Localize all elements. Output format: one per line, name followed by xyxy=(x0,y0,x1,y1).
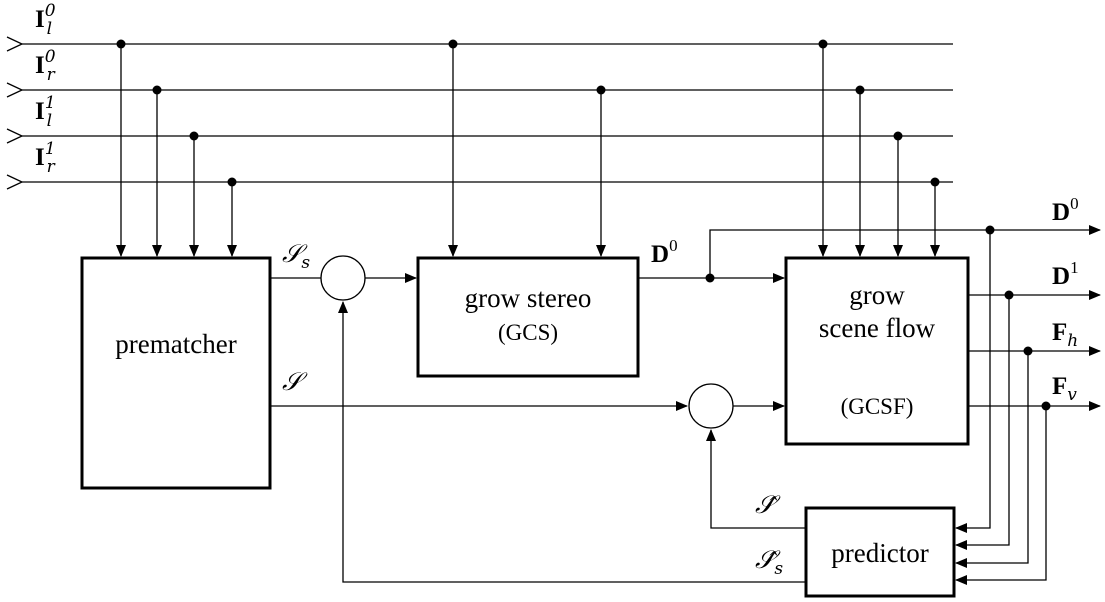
prematcher-box xyxy=(80,256,272,490)
grow-scene-flow-abbrev: (GCSF) xyxy=(841,394,914,419)
wire-feedback-d1 xyxy=(955,295,1010,550)
taps-grow-stereo xyxy=(448,39,606,257)
taps-grow-scene-flow xyxy=(818,39,940,257)
input-lines xyxy=(6,36,953,190)
label-out-d0: D0 xyxy=(1052,194,1079,226)
label-out-fv: Fv xyxy=(1052,373,1077,405)
block-predictor: predictor xyxy=(804,506,956,598)
grow-scene-flow-box xyxy=(784,256,970,446)
block-prematcher: prematcher xyxy=(80,256,272,490)
wire-d0-output xyxy=(709,225,1101,278)
block-grow-stereo: grow stereo (GCS) xyxy=(416,256,640,378)
input-chevron-il0 xyxy=(6,36,24,52)
wire-s-hat xyxy=(706,429,806,529)
label-ss: 𝒮s xyxy=(282,239,310,273)
grow-stereo-label: grow stereo xyxy=(465,283,592,313)
grow-stereo-box xyxy=(416,256,640,378)
input-chevron-il1 xyxy=(6,128,24,144)
input-chevron-ir1 xyxy=(6,174,24,190)
input-chevron-ir0 xyxy=(6,82,24,98)
predictor-box xyxy=(804,506,956,598)
grow-stereo-abbrev: (GCS) xyxy=(498,320,558,345)
taps-prematcher xyxy=(116,39,237,257)
predictor-label: predictor xyxy=(831,538,928,568)
summing-junction-upper xyxy=(320,255,366,301)
grow-scene-flow-label-1: grow xyxy=(849,280,905,310)
block-grow-scene-flow: grow scene flow (GCSF) xyxy=(784,256,970,446)
summing-junction-lower xyxy=(688,383,734,429)
wire-s-hat-s xyxy=(338,301,806,583)
wire-feedback-d0 xyxy=(955,230,991,533)
label-s-hat: 𝒮̂ xyxy=(755,490,781,519)
label-out-d1: D1 xyxy=(1052,258,1079,290)
label-s-hat-s: 𝒮̂s xyxy=(755,545,783,579)
wire-feedback-fv xyxy=(955,406,1047,585)
signal-paths xyxy=(270,225,1101,585)
prematcher-label: prematcher xyxy=(115,329,236,359)
label-out-fh: Fh xyxy=(1052,319,1078,351)
wire-feedback-fh xyxy=(955,351,1029,568)
label-d0-mid: D0 xyxy=(651,236,678,268)
grow-scene-flow-label-2: scene flow xyxy=(819,313,936,343)
label-s: 𝒮 xyxy=(282,367,308,396)
